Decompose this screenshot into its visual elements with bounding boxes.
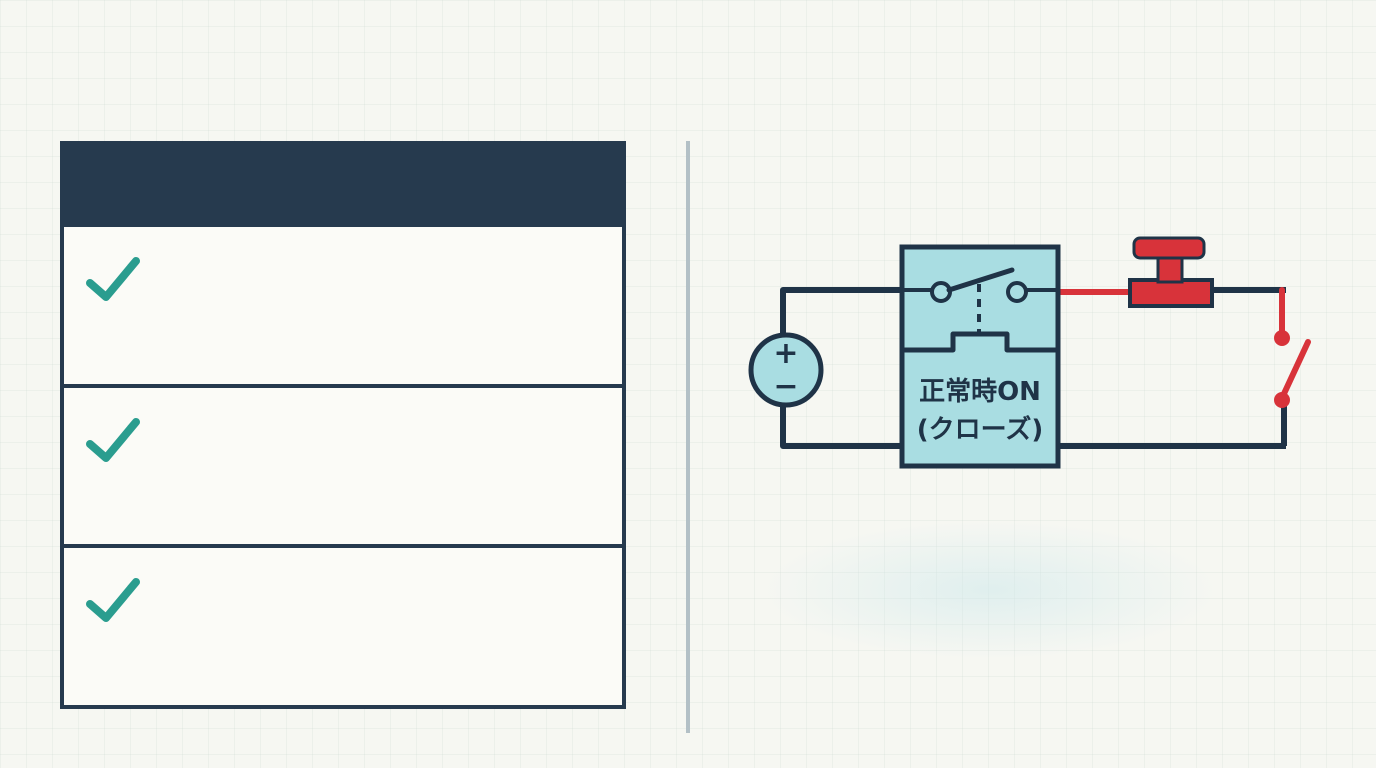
push-button-icon <box>1128 236 1214 308</box>
battery-minus: − <box>773 369 798 404</box>
relay-label-line2: (クローズ) <box>917 414 1043 445</box>
relay-contact-right <box>1006 281 1028 303</box>
check-icon <box>86 257 140 301</box>
circuit-wires <box>780 287 1287 449</box>
checklist-panel <box>60 141 626 709</box>
background-glow <box>760 520 1220 660</box>
relay-box: 正常時ON (クローズ) <box>899 244 1061 469</box>
wire-left-top <box>780 287 902 340</box>
battery-icon: + − <box>748 332 824 408</box>
switch-contact-top <box>1274 330 1290 346</box>
switch-contact-bottom <box>1274 392 1290 408</box>
checklist-item-3 <box>64 544 622 705</box>
relay-switch-blade <box>946 267 1015 293</box>
alarm-wires <box>1055 287 1311 401</box>
relay-coil-outline <box>902 331 1058 353</box>
wire-left-bottom <box>780 400 902 449</box>
checklist-item-2 <box>64 383 622 545</box>
relay-contact-left <box>930 281 952 303</box>
checklist-header <box>64 145 622 223</box>
check-icon <box>86 417 140 462</box>
relay-label-line1: 正常時ON <box>919 377 1041 407</box>
checklist-item-1 <box>64 223 622 384</box>
switch-blade <box>1279 339 1311 401</box>
check-icon <box>86 578 140 623</box>
vertical-divider <box>686 141 690 733</box>
battery-plus: + <box>773 336 798 371</box>
